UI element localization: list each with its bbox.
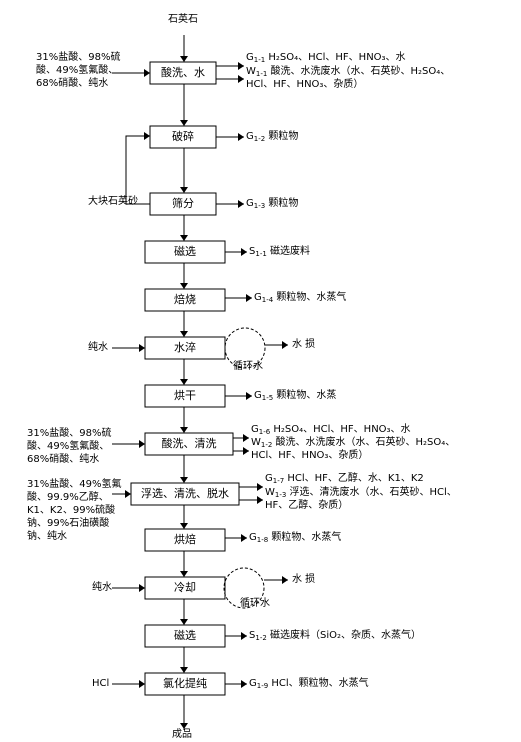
step-magnetic-1: 磁选 <box>174 245 196 258</box>
step-screening: 筛分 <box>172 197 194 210</box>
emission-g1-1: G1-1 H₂SO₄、HCl、HF、HNO₃、水 <box>246 52 406 64</box>
recycle-water-label-2: 循环水 <box>240 598 270 609</box>
raw-material-label: 石英石 <box>168 14 198 25</box>
step-quenching: 水淬 <box>174 341 196 354</box>
box-baking <box>144 528 226 552</box>
input-coarse-quartz: 大块石英砂 <box>88 196 138 207</box>
emission-w1-2-cont: HCl、HF、HNO₃、杂质） <box>251 450 369 461</box>
recycle-water-2 <box>223 567 288 609</box>
step-cooling: 冷却 <box>174 581 196 594</box>
emission-w1-3: W1-3 浮选、清洗废水（水、石英砂、HCl、 <box>265 487 457 499</box>
step-chlorination: 氯化提纯 <box>163 677 207 690</box>
output-arrows <box>216 62 263 688</box>
step-baking: 烘焙 <box>174 533 196 546</box>
input-quench-water: 纯水 <box>88 342 108 353</box>
emission-g1-8: G1-8 颗粒物、水蒸气 <box>249 532 342 544</box>
step-roasting: 焙烧 <box>174 293 196 306</box>
step-acid-wash-2: 酸洗、清洗 <box>161 437 217 450</box>
emission-g1-4: G1-4 颗粒物、水蒸气 <box>254 292 347 304</box>
emission-s1-2: S1-2 磁选废料（SiO₂、杂质、水蒸气） <box>249 630 421 642</box>
emission-g1-3: G1-3 颗粒物 <box>246 198 299 210</box>
step-drying: 烘干 <box>174 389 196 402</box>
emission-g1-9: G1-9 HCl、颗粒物、水蒸气 <box>249 678 369 690</box>
coarse-sand-recycle-loop <box>125 132 150 205</box>
step-flotation: 浮选、清洗、脱水 <box>141 487 229 500</box>
recycle-water-1 <box>224 327 288 369</box>
input-arrows <box>112 69 150 688</box>
water-loss-label-1: 水 损 <box>292 339 316 350</box>
emission-w1-1: W1-1 酸洗、水洗废水（水、石英砂、H₂SO₄、 <box>246 66 451 78</box>
water-loss-label-2: 水 损 <box>292 574 316 585</box>
emission-w1-3-cont: HF、乙醇、杂质） <box>265 500 349 511</box>
step-crushing: 破碎 <box>172 130 194 143</box>
down-arrows <box>180 56 188 729</box>
emission-s1-1: S1-1 磁选废料 <box>249 246 310 258</box>
input-hcl: HCl <box>92 678 110 689</box>
emission-w1-1-cont: HCl、HF、HNO₃、杂质） <box>246 79 364 90</box>
recycle-water-label-1: 循环水 <box>233 361 263 372</box>
box-roasting <box>144 288 226 312</box>
emission-g1-7: G1-7 HCl、HF、乙醇、水、K1、K2 <box>265 473 424 485</box>
step-magnetic-2: 磁选 <box>174 629 196 642</box>
product-label: 成品 <box>172 729 192 740</box>
emission-g1-6: G1-6 H₂SO₄、HCl、HF、HNO₃、水 <box>251 424 411 436</box>
step-acid-wash-1: 酸洗、水 <box>161 66 205 79</box>
emission-g1-2: G1-2 颗粒物 <box>246 131 299 143</box>
emission-w1-2: W1-2 酸洗、水洗废水（水、石英砂、H₂SO₄、 <box>251 437 456 449</box>
emission-g1-5: G1-5 颗粒物、水蒸 <box>254 390 337 402</box>
input-cooling-water: 纯水 <box>92 582 112 593</box>
